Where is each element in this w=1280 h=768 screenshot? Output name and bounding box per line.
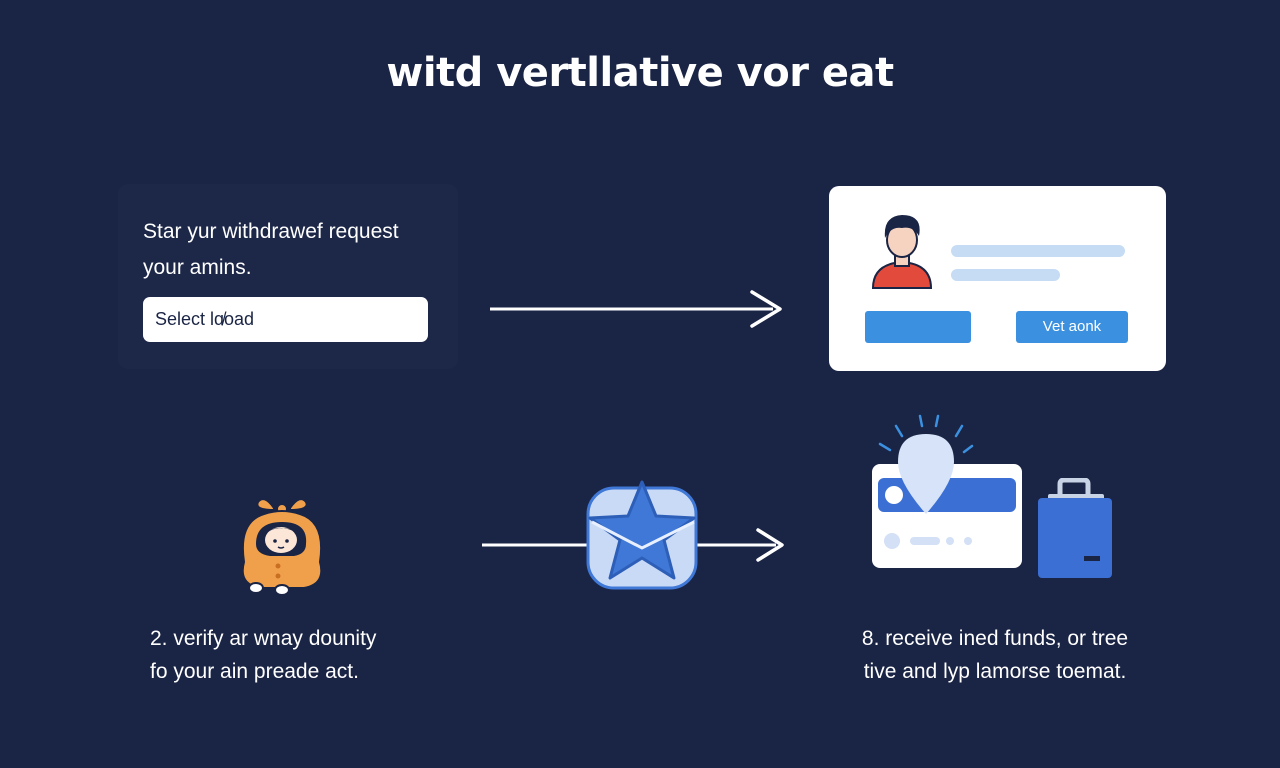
- star-envelope-icon: [586, 480, 698, 590]
- placeholder-line: [951, 245, 1125, 257]
- page-title: witd vertllative vor eat: [386, 50, 894, 96]
- step3-line1: 8. receive ined funds, or tree: [861, 627, 1129, 650]
- account-card: Vet aonk: [829, 186, 1166, 371]
- step1-line1: Star yur withdrawef request: [143, 220, 399, 243]
- step1-line2: your amins.: [143, 256, 252, 279]
- girl-mascot-icon: [241, 498, 323, 596]
- step2-description: 2. verify ar wnay dounity fo your ain pr…: [150, 622, 470, 688]
- step1-description: Star yur withdrawef request your amins.: [143, 214, 463, 286]
- blank-button[interactable]: [865, 311, 971, 343]
- step3-description: 8. receive ined funds, or tree tive and …: [830, 622, 1160, 688]
- step2-line1: 2. verify ar wnay dounity: [150, 627, 377, 650]
- placeholder-line: [951, 269, 1060, 281]
- user-avatar-icon: [871, 215, 933, 289]
- step3-line2: tive and lyp lamorse toemat.: [863, 660, 1127, 683]
- vet-aonk-button[interactable]: Vet aonk: [1016, 311, 1128, 343]
- select-load-dropdown[interactable]: Select lɑ̸oad: [143, 297, 428, 342]
- step2-line2: fo your ain preade act.: [150, 660, 359, 683]
- bank-card-icon: [872, 414, 1022, 568]
- location-pin-icon: [898, 434, 954, 514]
- arrow-right-icon: [490, 290, 782, 328]
- briefcase-icon: [1038, 478, 1112, 578]
